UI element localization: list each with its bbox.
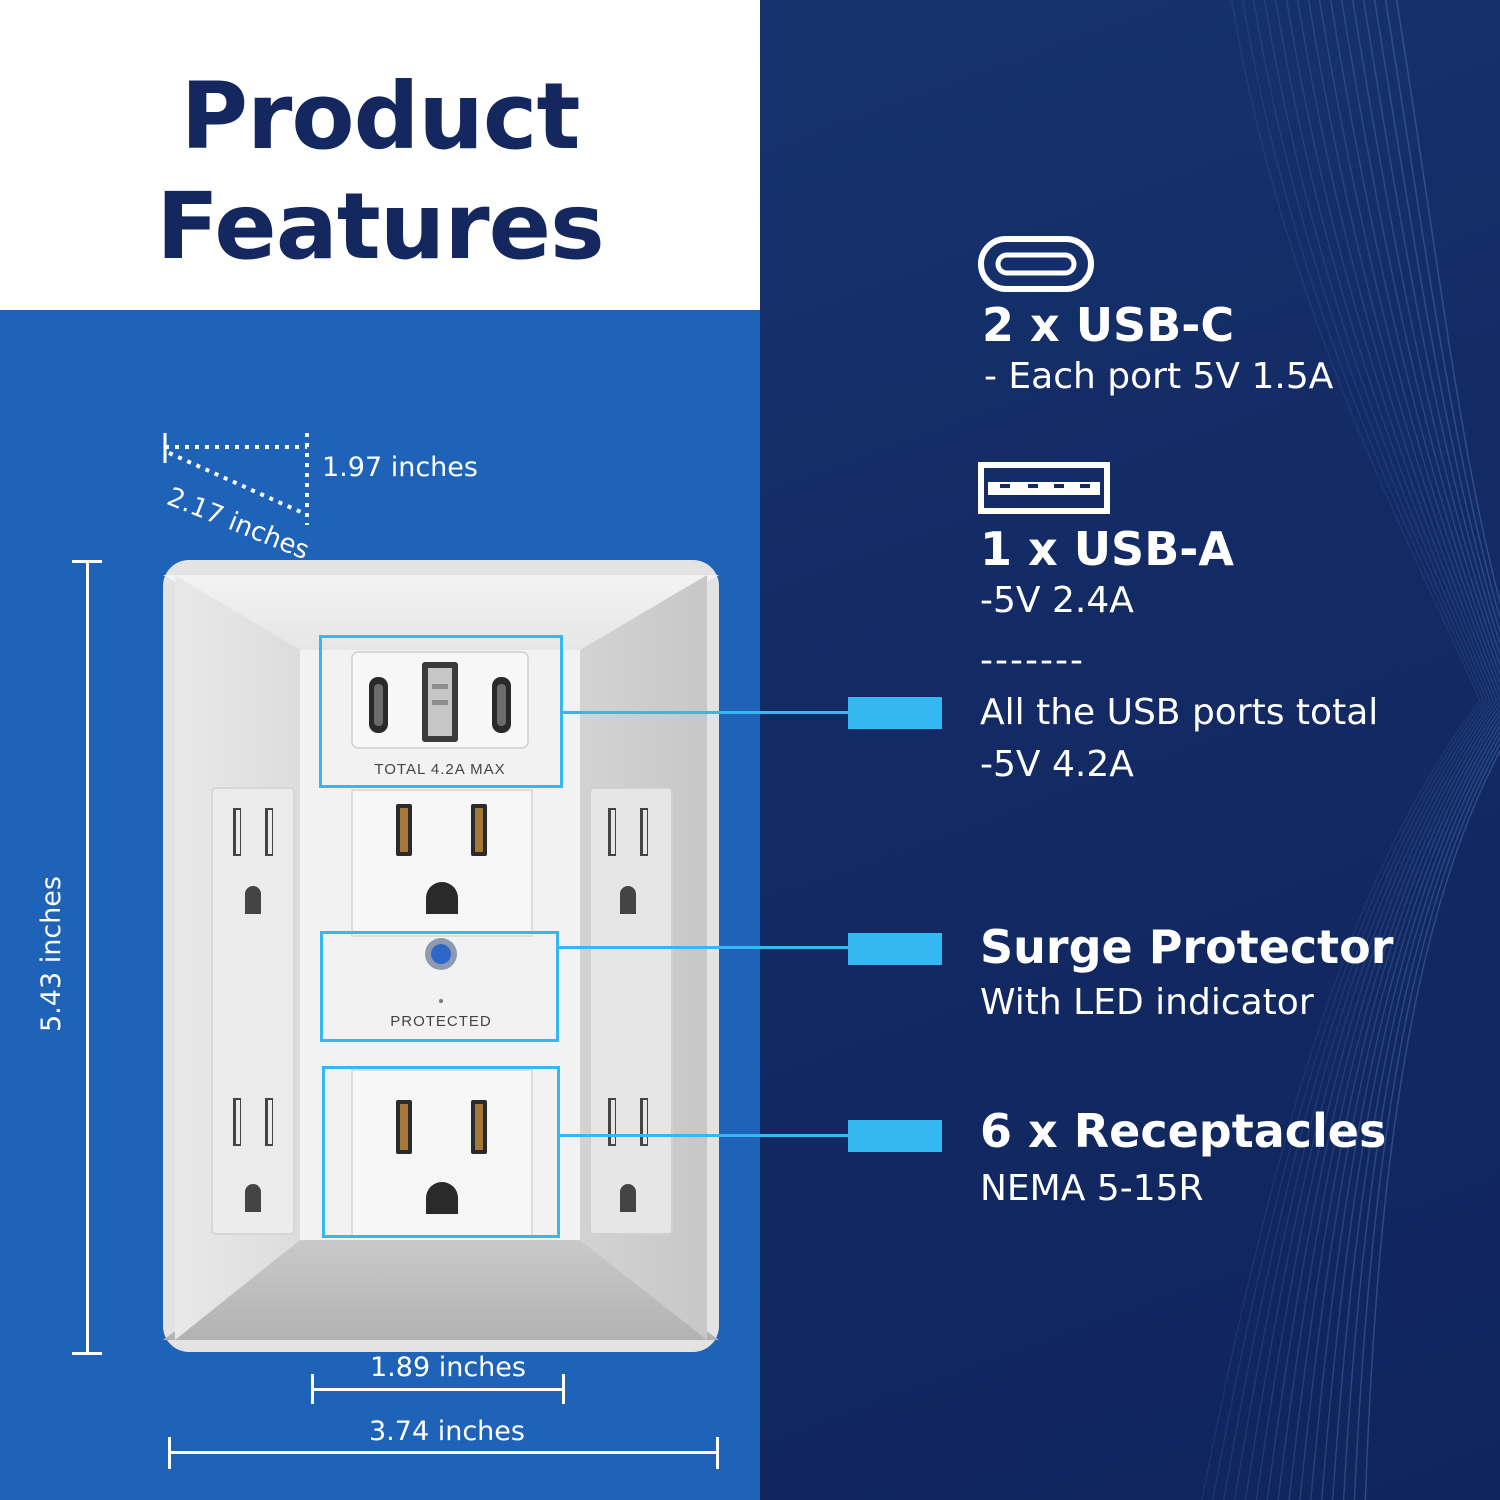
height-label: 5.43 inches	[36, 876, 67, 1032]
inner-width-line	[311, 1388, 565, 1391]
wave-line	[1288, 0, 1500, 1500]
page-title: Product Features	[0, 62, 760, 282]
wave-line	[1310, 0, 1500, 1500]
usb-total-line-2: -5V 4.2A	[980, 744, 1134, 785]
height-dim-line	[86, 560, 89, 1355]
usb-a-icon	[978, 462, 1110, 514]
usb-c-port-left-inner	[374, 684, 383, 726]
wave-line	[1331, 0, 1500, 1500]
wave-line	[1342, 0, 1500, 1500]
wave-line	[1201, 0, 1481, 1500]
title-panel: Product Features	[0, 0, 760, 310]
wave-line	[1223, 0, 1488, 1500]
callout-line-receptacles	[560, 1134, 853, 1137]
receptacles-detail: NEMA 5-15R	[980, 1168, 1204, 1209]
usb-a-heading: 1 x USB-A	[980, 522, 1234, 576]
usb-c-heading: 2 x USB-C	[982, 298, 1235, 352]
callout-tab-receptacles	[848, 1120, 942, 1152]
wave-line	[1212, 0, 1485, 1500]
title-line-1: Product	[180, 63, 581, 170]
inner-width-cap-right	[562, 1374, 565, 1404]
wave-line	[1255, 0, 1498, 1500]
usb-total-label: TOTAL 4.2A MAX	[374, 761, 505, 778]
outer-width-label: 3.74 inches	[369, 1416, 525, 1447]
title-line-2: Features	[156, 173, 605, 280]
wave-lines-decoration	[1201, 0, 1500, 1500]
surge-detail: With LED indicator	[980, 982, 1314, 1023]
outer-width-cap-right	[716, 1437, 719, 1469]
wave-line	[1266, 0, 1500, 1500]
callout-tab-usb	[848, 697, 942, 729]
outlet-side-left	[211, 787, 295, 1235]
wave-line	[1233, 0, 1491, 1500]
usb-separator: -------	[980, 640, 1085, 681]
surge-heading: Surge Protector	[980, 920, 1394, 974]
callout-box-usb	[319, 635, 563, 788]
callout-tab-surge	[848, 933, 942, 965]
outlet-device: TOTAL 4.2A MAX PROTECTED	[163, 560, 719, 1352]
wave-line	[1321, 0, 1500, 1500]
usb-c-port-right-inner	[497, 684, 506, 726]
usb-a-detail: -5V 2.4A	[980, 580, 1134, 621]
led-indicator	[431, 944, 451, 964]
outlet-side-right	[589, 787, 673, 1235]
outlet-center-upper	[351, 789, 533, 937]
callout-line-usb	[563, 711, 853, 714]
inner-width-label: 1.89 inches	[370, 1352, 526, 1383]
depth-dimension-graphic	[163, 433, 309, 525]
outer-width-line	[168, 1451, 719, 1454]
usb-c-icon	[978, 236, 1094, 292]
right-panel	[760, 0, 1500, 1500]
callout-line-surge	[559, 946, 853, 949]
wave-line	[1277, 0, 1500, 1500]
bevel-top	[163, 575, 719, 650]
wave-line	[1299, 0, 1500, 1500]
height-dim-cap-bottom	[72, 1352, 102, 1355]
usb-total-line-1: All the USB ports total	[980, 692, 1379, 733]
depth-top-label: 1.97 inches	[322, 452, 478, 483]
usb-c-detail: - Each port 5V 1.5A	[984, 356, 1334, 397]
wave-line	[1244, 0, 1495, 1500]
protected-label: PROTECTED	[390, 1013, 492, 1030]
wave-line	[1364, 0, 1500, 1500]
receptacles-heading: 6 x Receptacles	[980, 1104, 1387, 1158]
wave-line	[1353, 0, 1500, 1500]
callout-box-surge	[320, 931, 559, 1042]
callout-box-receptacles	[322, 1066, 560, 1238]
ground-hole	[426, 882, 458, 914]
bevel-bottom	[163, 1240, 719, 1340]
